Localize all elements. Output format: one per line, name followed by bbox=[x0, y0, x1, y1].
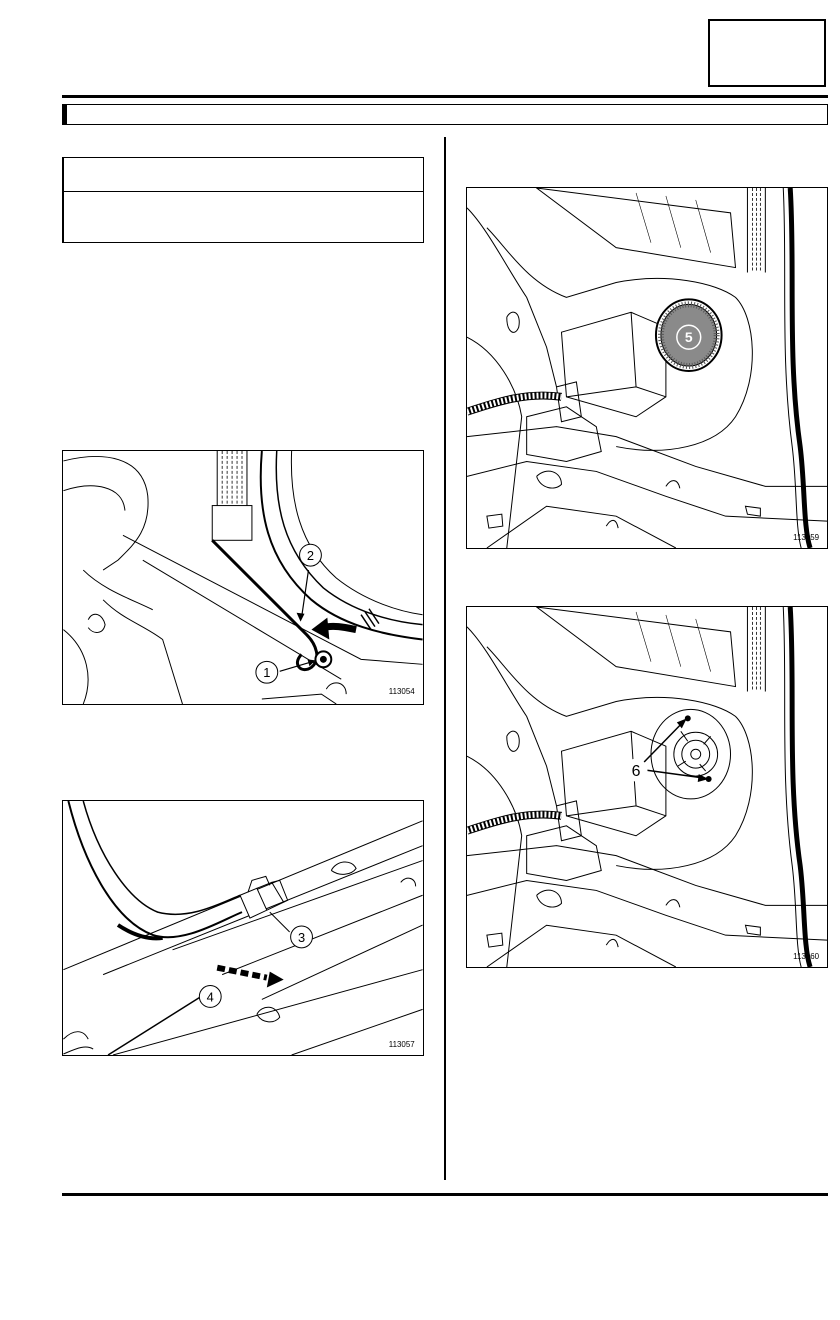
seat-belt-anchor-illustration: 1 2 113054 bbox=[63, 451, 423, 704]
page-code-box bbox=[708, 19, 826, 87]
header-rule bbox=[62, 95, 828, 98]
section-title-bar bbox=[62, 104, 828, 125]
callout-3: 3 bbox=[298, 930, 305, 945]
column-divider bbox=[444, 137, 446, 1180]
figure-113054: 1 2 113054 bbox=[62, 450, 424, 705]
info-table bbox=[62, 157, 424, 243]
figure-113057: 3 4 113057 bbox=[62, 800, 424, 1056]
figure-id: 113054 bbox=[389, 687, 415, 696]
callout-5: 5 bbox=[685, 329, 693, 345]
figure-id: 113060 bbox=[793, 952, 819, 961]
connector-disconnect-illustration: 3 4 113057 bbox=[63, 801, 423, 1055]
speaker-fixing-illustration: 6 113060 bbox=[467, 607, 827, 967]
callout-6: 6 bbox=[632, 763, 641, 780]
figure-113060: 6 113060 bbox=[466, 606, 828, 968]
footer-rule bbox=[62, 1193, 828, 1196]
figure-113059: 5 113059 bbox=[466, 187, 828, 549]
callout-1: 1 bbox=[263, 665, 270, 680]
figure-id: 113057 bbox=[389, 1040, 415, 1049]
callout-4: 4 bbox=[207, 989, 214, 1004]
figure-id: 113059 bbox=[793, 533, 819, 542]
callout-2: 2 bbox=[307, 548, 314, 563]
speaker-cover-illustration: 5 113059 bbox=[467, 188, 827, 548]
